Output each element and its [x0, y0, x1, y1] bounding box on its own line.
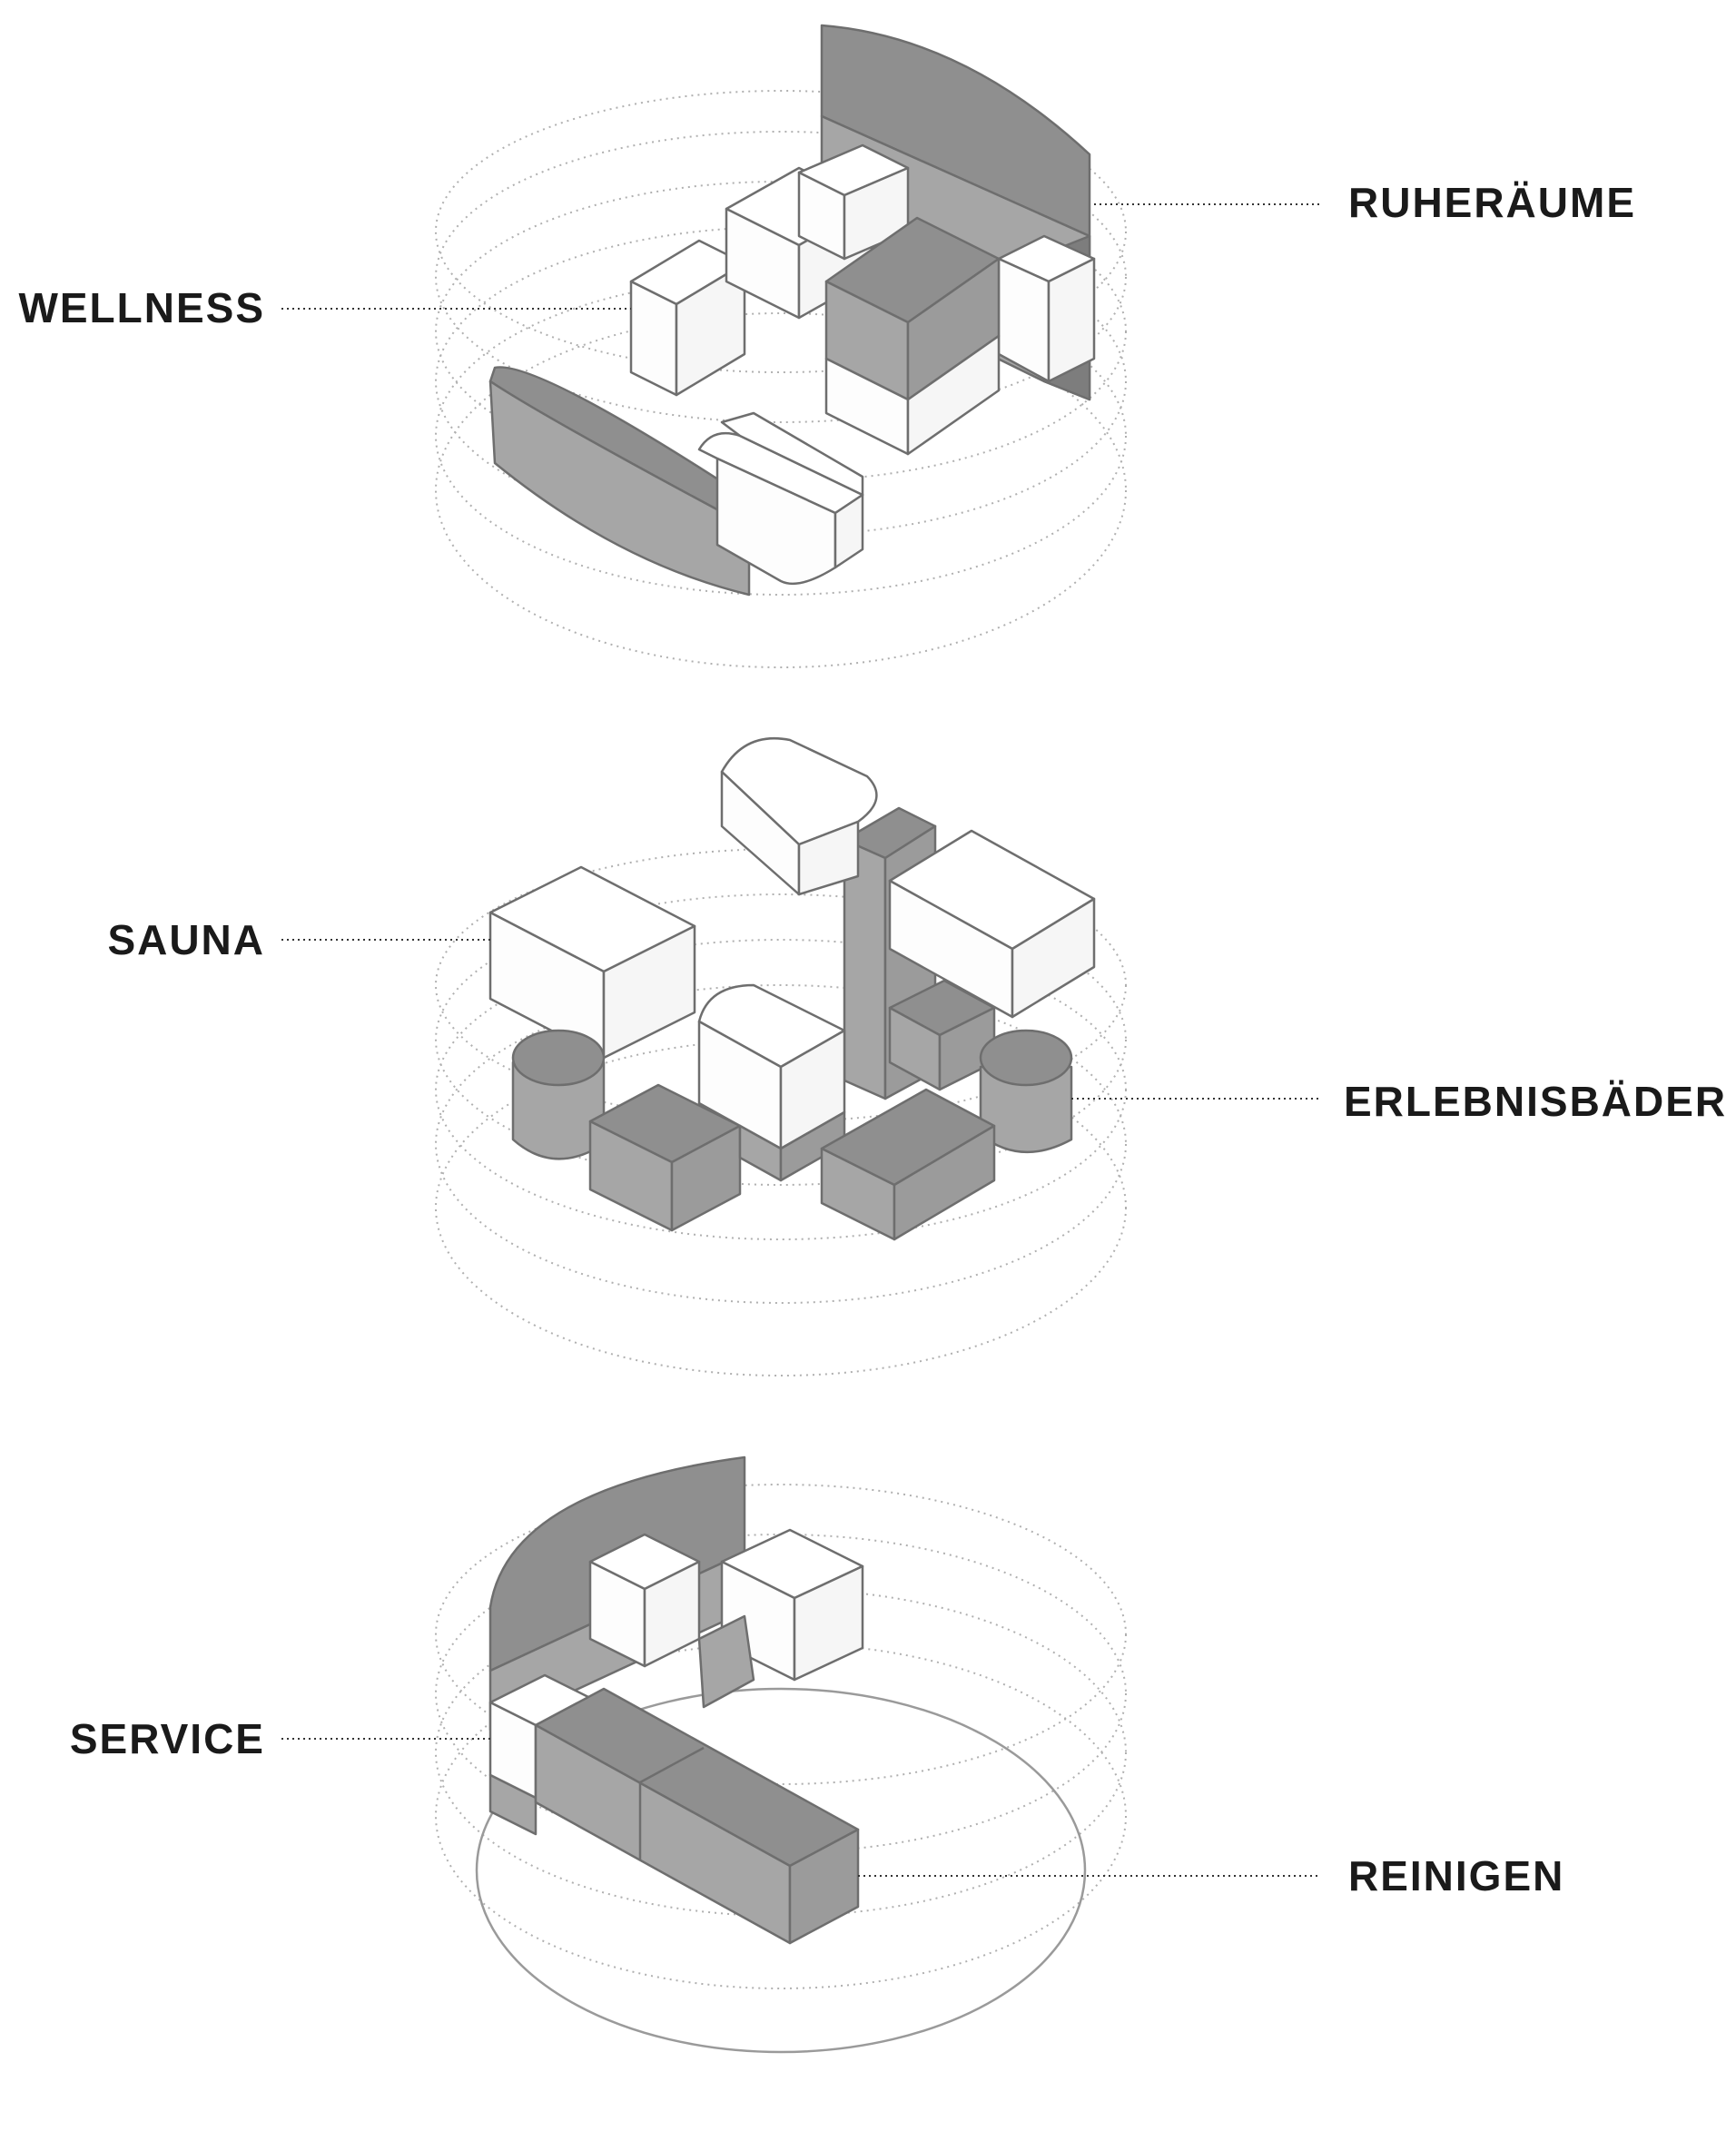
sauna-box-left	[488, 865, 696, 1060]
label-service: SERVICE	[69, 1715, 265, 1762]
level-service	[435, 1455, 1127, 2054]
service-block-left	[488, 1673, 592, 1836]
sauna-rounded-box-top	[720, 736, 878, 896]
label-reinigen: REINIGEN	[1348, 1852, 1565, 1899]
service-box-shaded-small	[697, 1614, 755, 1709]
reinigen-bar	[534, 1687, 860, 1945]
label-ruheraeume: RUHERÄUME	[1348, 179, 1636, 226]
wellness-lounges	[697, 411, 864, 586]
wellness-box-1	[629, 239, 746, 397]
sauna-box-right	[888, 829, 1096, 1019]
bath-cylinder-right	[979, 1029, 1073, 1154]
leader-lines	[281, 203, 1321, 1877]
wellness-box-4	[997, 234, 1096, 383]
service-box-1	[588, 1533, 701, 1668]
wellness-box-lower	[824, 334, 1001, 456]
label-wellness: WELLNESS	[18, 284, 265, 331]
bath-box-center-low	[738, 1110, 846, 1182]
bath-box-small	[888, 979, 996, 1091]
label-erlebnisbaeder: ERLEBNISBÄDER	[1344, 1078, 1728, 1125]
level-wellness	[435, 24, 1127, 668]
bath-box-front-right	[820, 1088, 996, 1241]
level-sauna	[435, 736, 1127, 1376]
label-sauna: SAUNA	[107, 916, 265, 963]
wellness-curved-bench	[488, 366, 764, 597]
